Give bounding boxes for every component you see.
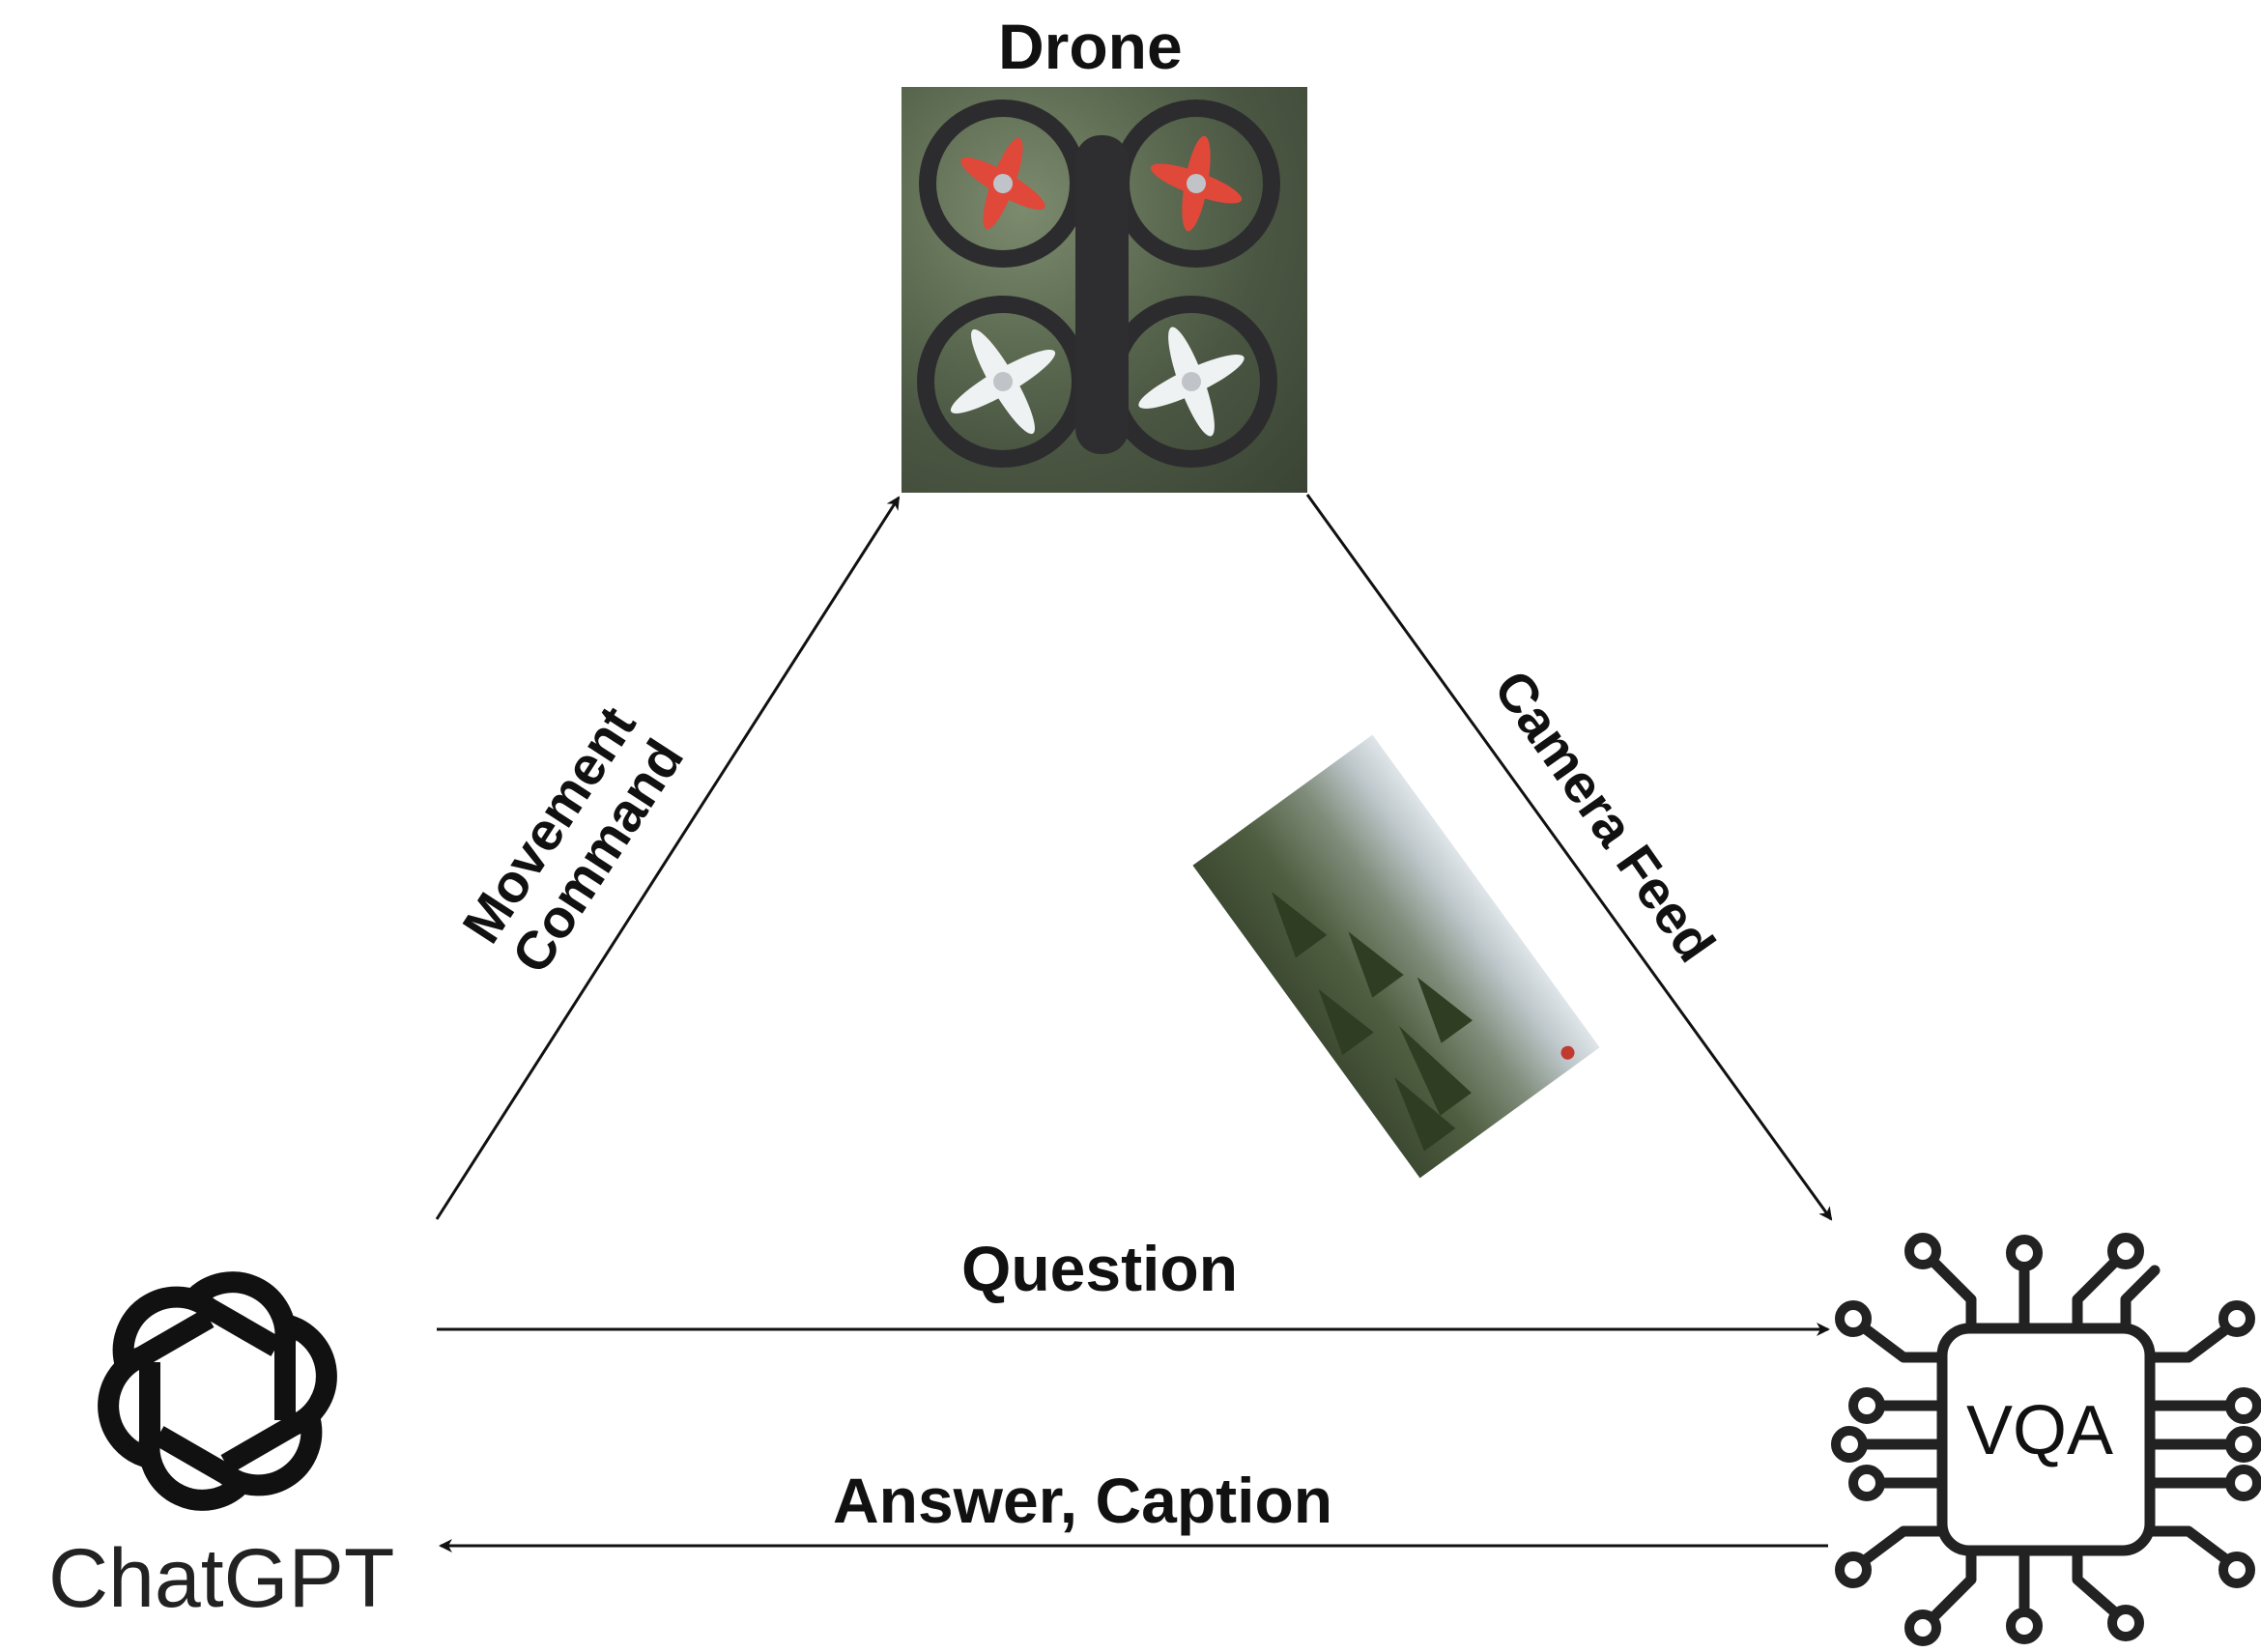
vqa-label: VQA	[1966, 1392, 2114, 1469]
drone-title: Drone	[998, 11, 1183, 82]
chatgpt-label: ChatGPT	[48, 1532, 395, 1625]
chatgpt-logo-icon	[98, 1271, 337, 1511]
drone-icon	[917, 100, 1280, 468]
camera-feed-image	[1192, 734, 1600, 1179]
question-label: Question	[961, 1233, 1239, 1304]
drone-image	[902, 87, 1307, 493]
movement-arrow	[435, 496, 901, 1220]
vqa-chip-icon	[1831, 1233, 2261, 1646]
forest-icon	[1272, 892, 1575, 1152]
camera-arrow	[1305, 494, 1833, 1221]
answer-caption-label: Answer, Caption	[833, 1465, 1333, 1536]
